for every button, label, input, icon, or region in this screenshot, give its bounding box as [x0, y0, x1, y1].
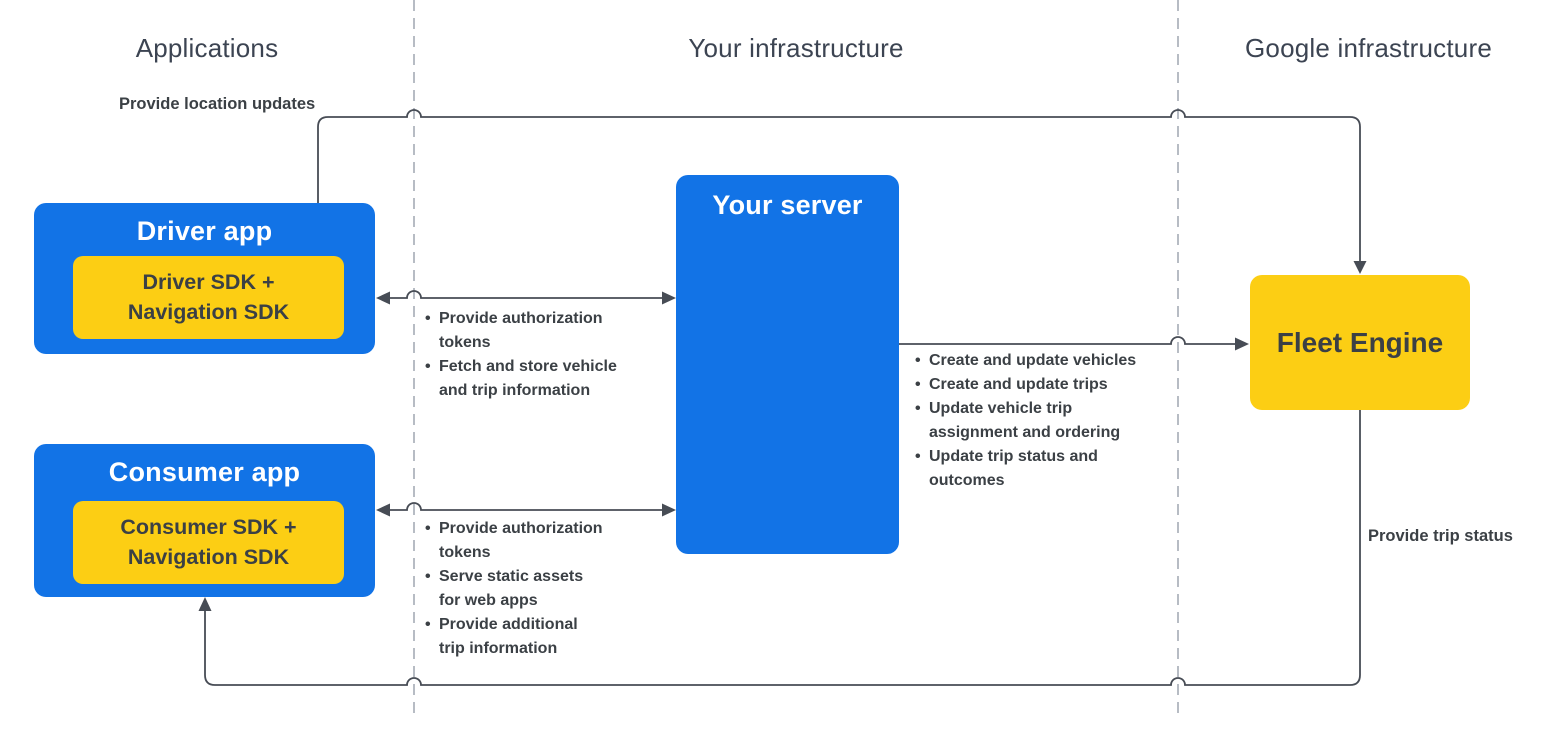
- node-driver-app: Driver app Driver SDK + Navigation SDK: [34, 203, 375, 354]
- your-server-title: Your server: [712, 190, 863, 220]
- fleet-engine-title: Fleet Engine: [1276, 326, 1444, 358]
- driver-app-title: Driver app: [136, 216, 273, 246]
- arrowhead-location-updates-down-icon: [1353, 261, 1367, 274]
- edge-trip-status-line: [204, 410, 1361, 686]
- edge-location-updates-line: [317, 109, 1361, 261]
- consumer-sdk-box: Consumer SDK + Navigation SDK: [73, 501, 344, 584]
- edge-consumer-server-line: [389, 502, 663, 511]
- arrowhead-driver-server-left-icon: [376, 291, 390, 305]
- bullet-item: Update trip status and outcomes: [914, 445, 1176, 493]
- bullets-server-fleet: Create and update vehicles Create and up…: [914, 349, 1176, 493]
- driver-sdk-box: Driver SDK + Navigation SDK: [73, 256, 344, 339]
- bullet-item: Provide authorization tokens: [424, 517, 624, 565]
- arrowhead-consumer-server-left-icon: [376, 503, 390, 517]
- bullets-driver-server: Provide authorization tokens Fetch and s…: [424, 307, 636, 403]
- node-fleet-engine: Fleet Engine: [1250, 275, 1470, 410]
- column-heading-your-infrastructure: Your infrastructure: [688, 33, 904, 63]
- label-provide-location-updates: Provide location updates: [119, 95, 316, 113]
- bullet-item: Fetch and store vehicle and trip informa…: [424, 355, 636, 403]
- node-your-server: Your server: [676, 175, 899, 554]
- bullet-item: Create and update trips: [914, 373, 1176, 397]
- label-provide-trip-status: Provide trip status: [1368, 527, 1513, 545]
- edge-server-fleet-line: [899, 336, 1236, 345]
- arrowhead-trip-status-up-icon: [198, 597, 212, 611]
- column-heading-google-infrastructure: Google infrastructure: [1245, 33, 1492, 63]
- arrowhead-server-fleet-icon: [1235, 337, 1249, 351]
- edge-driver-server-line: [389, 290, 663, 299]
- column-heading-applications: Applications: [135, 33, 279, 63]
- consumer-app-title: Consumer app: [108, 457, 301, 487]
- arrowhead-driver-server-right-icon: [662, 291, 676, 305]
- node-consumer-app: Consumer app Consumer SDK + Navigation S…: [34, 444, 375, 597]
- arrowhead-consumer-server-right-icon: [662, 503, 676, 517]
- bullet-item: Serve static assets for web apps: [424, 565, 624, 613]
- bullet-item: Update vehicle trip assignment and order…: [914, 397, 1176, 445]
- bullet-item: Provide authorization tokens: [424, 307, 636, 355]
- bullets-consumer-server: Provide authorization tokens Serve stati…: [424, 517, 624, 661]
- bullet-item: Create and update vehicles: [914, 349, 1176, 373]
- bullet-item: Provide additional trip information: [424, 613, 624, 661]
